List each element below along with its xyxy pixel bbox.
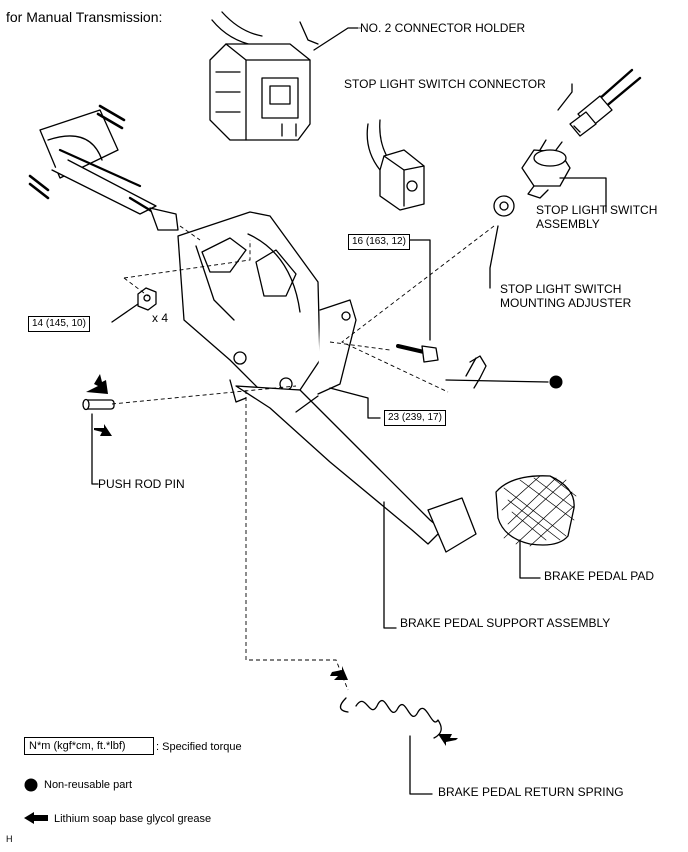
mounting-adjuster-part: [493, 195, 515, 217]
grease-arrow-icon: [94, 424, 112, 436]
legend-arrow-icon: [24, 812, 48, 824]
label-push-rod-pin: PUSH ROD PIN: [98, 477, 185, 491]
brake-pedal-arm-part: [229, 379, 477, 553]
pedal-support-bracket-part: [177, 211, 357, 395]
legend-grease: Lithium soap base glycol grease: [54, 813, 212, 825]
brake-pedal-pad-part: [495, 475, 577, 547]
label-mounting-adjuster-2: MOUNTING ADJUSTER: [500, 296, 632, 310]
footer-code: H: [6, 834, 13, 844]
torque-nut: 14 (145, 10): [28, 316, 90, 332]
page-title: for Manual Transmission:: [6, 9, 163, 25]
grease-arrow-icon: [330, 666, 348, 680]
label-brake-pedal-support: BRAKE PEDAL SUPPORT ASSEMBLY: [400, 616, 611, 630]
torque-bolt: 16 (163, 12): [348, 234, 410, 250]
return-spring-part: [339, 697, 442, 739]
clip-part: [465, 355, 487, 389]
push-rod-pin-part: [82, 398, 115, 411]
label-mounting-adjuster-1: STOP LIGHT SWITCH: [500, 282, 622, 296]
bolt-part: [396, 344, 439, 363]
label-return-spring: BRAKE PEDAL RETURN SPRING: [438, 785, 624, 799]
label-quantity: x 4: [152, 311, 169, 325]
grease-arrow-icon: [438, 734, 458, 746]
label-brake-pedal-pad: BRAKE PEDAL PAD: [544, 569, 655, 583]
nut-part: [137, 287, 157, 311]
torque-pivot: 23 (239, 17): [384, 410, 446, 426]
label-stop-light-switch-2: ASSEMBLY: [536, 217, 600, 231]
label-connector-holder: NO. 2 CONNECTOR HOLDER: [360, 21, 526, 35]
label-stop-light-switch-1: STOP LIGHT SWITCH: [536, 203, 658, 217]
bracket-connector-part: [366, 119, 425, 211]
label-stop-light-connector: STOP LIGHT SWITCH CONNECTOR: [344, 77, 546, 91]
grease-arrow-icon: [86, 374, 108, 394]
connector-holder-part: [209, 11, 319, 141]
legend-torque-box: N*m (kgf*cm, ft.*lbf): [24, 737, 154, 755]
legend-dot-icon: [24, 778, 38, 792]
booster-rod-part: [28, 104, 179, 231]
legend-torque-desc: : Specified torque: [156, 741, 242, 753]
stop-light-connector-part: [569, 68, 642, 137]
legend-non-reusable: Non-reusable part: [44, 779, 133, 791]
non-reusable-dot-icon: [549, 375, 563, 389]
stop-light-switch-part: [521, 139, 571, 199]
